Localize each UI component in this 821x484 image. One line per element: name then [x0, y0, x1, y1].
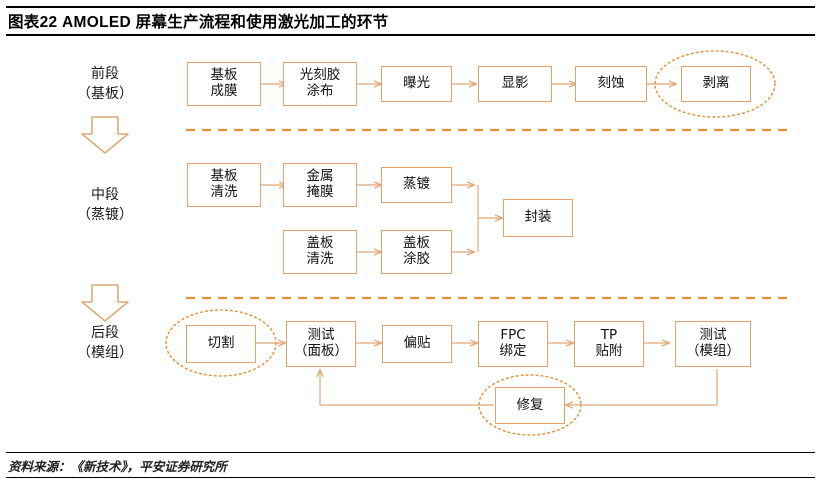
- process-box-jinshu-yanmo-line2: 掩膜: [306, 184, 334, 200]
- process-box-gaiban-tujiao[interactable]: 盖板 涂胶: [381, 230, 452, 274]
- process-box-fengzhuang-line1: 封装: [524, 209, 552, 226]
- process-box-zhengdu-line1: 蒸镀: [403, 176, 430, 193]
- process-box-tp-tiefu-line1: TP: [600, 327, 618, 344]
- stage-label-front-line2: （基板）: [77, 86, 133, 103]
- process-box-xianying[interactable]: 显影: [478, 66, 552, 102]
- stage-label-middle-line2: （蒸镀）: [77, 207, 133, 224]
- stage-label-back-line1: 后段: [91, 325, 119, 341]
- down-arrow-icon-middle-to-back: [81, 284, 129, 322]
- process-box-jiban-chengmo-line2: 成膜: [210, 83, 238, 99]
- stage-label-middle-line1: 中段: [91, 187, 119, 203]
- process-box-fengzhuang[interactable]: 封装: [503, 199, 573, 237]
- process-box-baoguang[interactable]: 曝光: [381, 66, 452, 102]
- process-box-keshi-line1: 刻蚀: [597, 75, 625, 92]
- figure-footer: 资料来源：《新技术》，平安证券研究所: [6, 452, 815, 478]
- stage-label-middle: 中段 （蒸镀）: [45, 185, 165, 226]
- connector-xiufu-to-csmb: [320, 370, 494, 406]
- process-box-tp-tiefu-line2: 贴附: [595, 343, 623, 359]
- process-box-xiufu-line1: 修复: [516, 396, 544, 413]
- process-box-gaiban-qingxi-line1: 盖板: [306, 235, 334, 252]
- process-box-jiban-qingxi-line2: 清洗: [210, 184, 238, 200]
- process-box-fpc-bangding-line1: FPC: [500, 327, 526, 344]
- process-box-qiege-line1: 切割: [207, 335, 235, 352]
- process-box-ceshi-mianban-line1: 测试: [307, 327, 335, 344]
- process-box-xiufu[interactable]: 修复: [495, 387, 565, 424]
- stage-label-back: 后段 （模组）: [45, 323, 165, 364]
- process-box-ceshi-mianban[interactable]: 测试 （面板）: [286, 321, 356, 367]
- process-box-jiban-qingxi-line1: 基板: [210, 168, 238, 185]
- stage-label-back-line2: （模组）: [77, 345, 133, 362]
- connector-csmz-to-xiufu: [566, 369, 718, 405]
- process-box-tp-tiefu[interactable]: TP 贴附: [574, 321, 644, 367]
- process-box-gaiban-tujiao-line2: 涂胶: [403, 251, 430, 267]
- process-box-zhengdu[interactable]: 蒸镀: [381, 167, 452, 203]
- process-box-ceshi-mozu-line2: （模组）: [686, 343, 740, 359]
- process-box-boli[interactable]: 剥离: [681, 66, 751, 102]
- process-box-baoguang-line1: 曝光: [403, 75, 430, 92]
- process-box-ceshi-mianban-line2: （面板）: [294, 343, 348, 359]
- figure-header: 图表22 AMOLED 屏幕生产流程和使用激光加工的环节: [6, 6, 815, 36]
- process-box-gaiban-qingxi-line2: 清洗: [306, 251, 334, 267]
- process-box-jiban-qingxi[interactable]: 基板 清洗: [187, 163, 261, 207]
- process-box-jinshu-yanmo[interactable]: 金属 掩膜: [283, 163, 357, 207]
- stage-label-front-line1: 前段: [91, 66, 119, 82]
- process-box-ceshi-mozu-line1: 测试: [699, 327, 727, 344]
- process-box-piantie[interactable]: 偏贴: [382, 325, 452, 363]
- process-box-ceshi-mozu[interactable]: 测试 （模组）: [675, 321, 751, 367]
- process-box-jinshu-yanmo-line1: 金属: [306, 168, 334, 185]
- process-box-guangkejiao-tubu-line1: 光刻胶: [299, 67, 341, 84]
- process-box-qiege[interactable]: 切割: [186, 325, 256, 363]
- stage-label-front: 前段 （基板）: [45, 64, 165, 105]
- process-box-guangkejiao-tubu[interactable]: 光刻胶 涂布: [283, 62, 357, 106]
- process-box-fpc-bangding[interactable]: FPC 绑定: [478, 321, 548, 367]
- process-box-fpc-bangding-line2: 绑定: [499, 343, 527, 359]
- process-box-boli-line1: 剥离: [702, 75, 730, 92]
- process-box-gaiban-qingxi[interactable]: 盖板 清洗: [283, 230, 357, 274]
- figure-title: 图表22 AMOLED 屏幕生产流程和使用激光加工的环节: [8, 14, 389, 31]
- process-box-keshi[interactable]: 刻蚀: [575, 66, 647, 102]
- process-box-xianying-line1: 显影: [501, 75, 529, 92]
- down-arrow-icon-front-to-middle: [81, 116, 129, 154]
- process-box-jiban-chengmo[interactable]: 基板 成膜: [187, 62, 261, 106]
- process-box-piantie-line1: 偏贴: [403, 335, 431, 352]
- process-box-jiban-chengmo-line1: 基板: [210, 67, 238, 84]
- process-box-gaiban-tujiao-line1: 盖板: [403, 235, 430, 252]
- source-note: 资料来源：《新技术》，平安证券研究所: [8, 459, 227, 474]
- process-box-guangkejiao-tubu-line2: 涂布: [306, 83, 334, 99]
